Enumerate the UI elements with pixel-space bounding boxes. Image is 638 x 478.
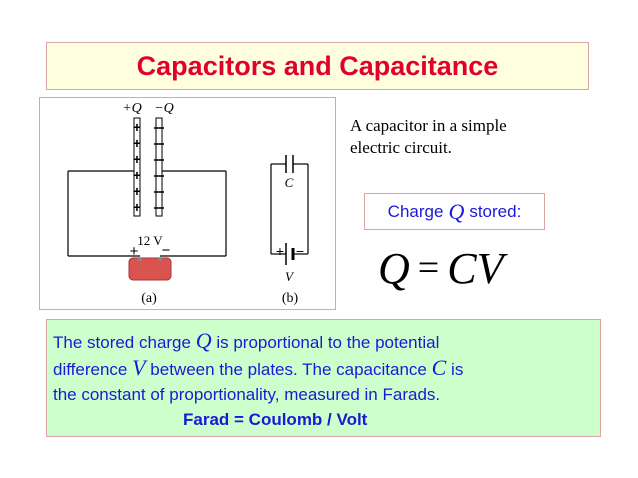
equation-equals: = bbox=[417, 247, 440, 289]
battery-plus-sign: + bbox=[130, 243, 139, 260]
battery-terminal bbox=[158, 257, 162, 261]
caption-line-2: electric circuit. bbox=[350, 138, 452, 157]
battery-minus-sign: − bbox=[162, 242, 171, 259]
farad-definition: Farad = Coulomb / Volt bbox=[183, 410, 368, 429]
title-box: Capacitors and Capacitance bbox=[46, 42, 589, 90]
circuit-figure: + + + + + + +Q −Q 12 V + − (a) bbox=[39, 97, 336, 310]
battery-terminal bbox=[138, 257, 142, 261]
battery-voltage-label: 12 V bbox=[137, 233, 163, 248]
plus-q-label: +Q bbox=[122, 101, 142, 116]
battery-body bbox=[128, 257, 172, 281]
page-title: Capacitors and Capacitance bbox=[136, 50, 499, 81]
plus-charge: + bbox=[133, 119, 141, 135]
var-v: V bbox=[132, 355, 146, 380]
plus-charges: + + + + + + bbox=[133, 119, 141, 215]
caption-line-1: A capacitor in a simple bbox=[350, 116, 507, 135]
minus-q-label: −Q bbox=[154, 101, 174, 116]
minus-charges bbox=[154, 127, 164, 209]
caption-a: (a) bbox=[141, 291, 157, 306]
description-line-1: The stored charge Q is proportional to t… bbox=[53, 328, 440, 353]
capacitance-equation: Q = CV bbox=[378, 243, 528, 293]
circuit-diagram: + + + + + + +Q −Q 12 V + − (a) bbox=[67, 101, 309, 306]
var-c: C bbox=[431, 355, 447, 380]
negative-plate bbox=[155, 117, 163, 217]
var-q: Q bbox=[195, 328, 212, 353]
plus-charge: + bbox=[133, 151, 141, 167]
charge-suffix: stored: bbox=[469, 201, 522, 221]
plus-charge: + bbox=[133, 199, 141, 215]
caption-b: (b) bbox=[282, 291, 299, 306]
plus-charge: + bbox=[133, 183, 141, 199]
description-line-3: the constant of proportionality, measure… bbox=[53, 385, 441, 404]
figure-caption: A capacitor in a simple electric circuit… bbox=[350, 115, 580, 159]
plus-charge: + bbox=[133, 135, 141, 151]
description-line-2: difference V between the plates. The cap… bbox=[53, 355, 464, 380]
description-box: The stored charge Q is proportional to t… bbox=[46, 319, 601, 437]
capacitor-c-label: C bbox=[285, 175, 294, 190]
equation-rhs: CV bbox=[447, 243, 504, 293]
charge-prefix: Charge bbox=[387, 201, 444, 221]
battery-b-plus: + bbox=[276, 243, 284, 259]
charge-variable: Q bbox=[448, 198, 465, 224]
battery-v-label: V bbox=[285, 269, 295, 284]
charge-stored-box: Charge Q stored: bbox=[364, 193, 545, 230]
battery-b-minus: − bbox=[296, 243, 304, 259]
plus-charge: + bbox=[133, 167, 141, 183]
equation-lhs: Q bbox=[378, 243, 410, 293]
positive-plate bbox=[133, 117, 141, 217]
